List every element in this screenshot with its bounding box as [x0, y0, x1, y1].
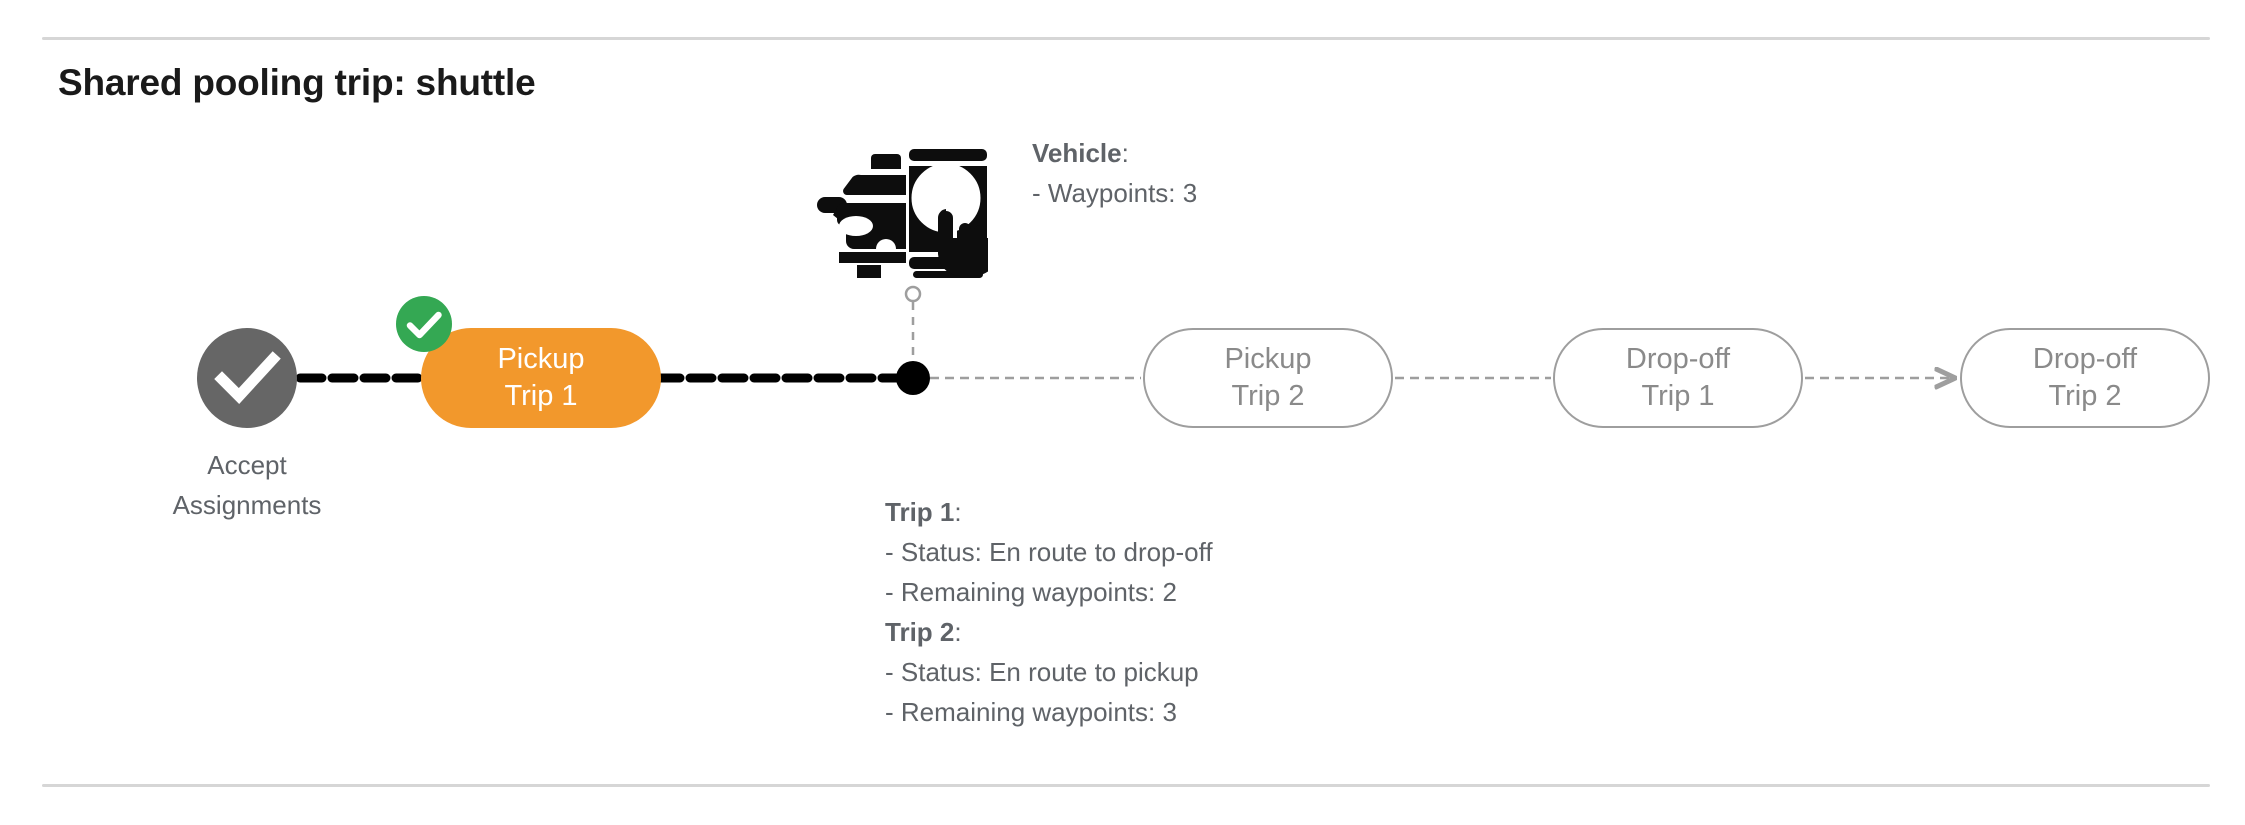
divider-top [42, 37, 2210, 40]
vehicle-app-check-icon [813, 113, 988, 278]
trip-1-heading-text: Trip 1 [885, 497, 955, 527]
vehicle-info-waypoints-label: - Waypoints: [1032, 178, 1176, 208]
vehicle-info-block: Vehicle: - Waypoints: 3 [1032, 133, 1197, 213]
vehicle-info-heading-colon: : [1121, 138, 1129, 168]
check-badge-icon [396, 296, 452, 352]
trip-2-heading: Trip 2: [885, 612, 1213, 652]
trip-2-heading-text: Trip 2 [885, 617, 955, 647]
vehicle-info-heading: Vehicle: [1032, 133, 1197, 173]
node-dropoff-trip-1[interactable]: Drop-off Trip 1 [1553, 328, 1803, 428]
trip-2-waypoints-label: - Remaining waypoints: [885, 697, 1156, 727]
trip-2-status-value: En route to pickup [989, 657, 1199, 687]
vehicle-leader-circle-icon [904, 285, 922, 303]
trip-1-heading: Trip 1: [885, 492, 1213, 532]
vehicle-info-waypoints-value: 3 [1182, 178, 1198, 208]
node-pickup-trip-2[interactable]: Pickup Trip 2 [1143, 328, 1393, 428]
node-pickup-trip-1-line2: Trip 1 [504, 380, 578, 412]
divider-bottom [42, 784, 2210, 787]
accept-assignments-circle [197, 328, 297, 428]
vehicle-info-waypoints-row: - Waypoints: 3 [1032, 173, 1197, 213]
trip-2-heading-colon: : [954, 617, 962, 647]
trip-2-status-label: - Status: [885, 657, 982, 687]
accept-assignments-label: Accept Assignments [97, 445, 397, 525]
page-title: Shared pooling trip: shuttle [58, 62, 536, 103]
node-dropoff-trip-2-line2: Trip 2 [2048, 380, 2122, 412]
node-pickup-trip-2-line1: Pickup [1224, 343, 1312, 375]
accept-assignments-label-line1: Accept [207, 450, 287, 480]
trip-2-waypoints-value: 3 [1162, 697, 1177, 727]
trip-1-status-row: - Status: En route to drop-off [885, 532, 1213, 572]
trip-1-status-label: - Status: [885, 537, 982, 567]
trip-2-waypoints-row: - Remaining waypoints: 3 [885, 692, 1213, 732]
accept-assignments-label-line2: Assignments [172, 490, 322, 520]
trip-1-waypoints-row: - Remaining waypoints: 2 [885, 572, 1213, 612]
node-pickup-trip-1[interactable]: Pickup Trip 1 [421, 328, 661, 428]
trip-1-waypoints-label: - Remaining waypoints: [885, 577, 1156, 607]
trip-1-heading-colon: : [954, 497, 962, 527]
accept-assignments-node[interactable] [197, 328, 297, 428]
trip-1-status-value: En route to drop-off [989, 537, 1213, 567]
node-pickup-trip-1-line1: Pickup [497, 343, 585, 375]
node-dropoff-trip-2-line1: Drop-off [2032, 343, 2138, 375]
current-position-dot[interactable] [896, 361, 930, 395]
check-circle-icon [214, 351, 281, 404]
node-dropoff-trip-1-line2: Trip 1 [1641, 380, 1715, 412]
trip-1-waypoints-value: 2 [1162, 577, 1177, 607]
trips-info-block: Trip 1: - Status: En route to drop-off -… [885, 492, 1213, 732]
vehicle-info-heading-text: Vehicle [1032, 138, 1122, 168]
node-dropoff-trip-1-line1: Drop-off [1625, 343, 1731, 375]
trip-2-status-row: - Status: En route to pickup [885, 652, 1213, 692]
node-pickup-trip-2-line2: Trip 2 [1231, 380, 1305, 412]
node-dropoff-trip-2[interactable]: Drop-off Trip 2 [1960, 328, 2210, 428]
